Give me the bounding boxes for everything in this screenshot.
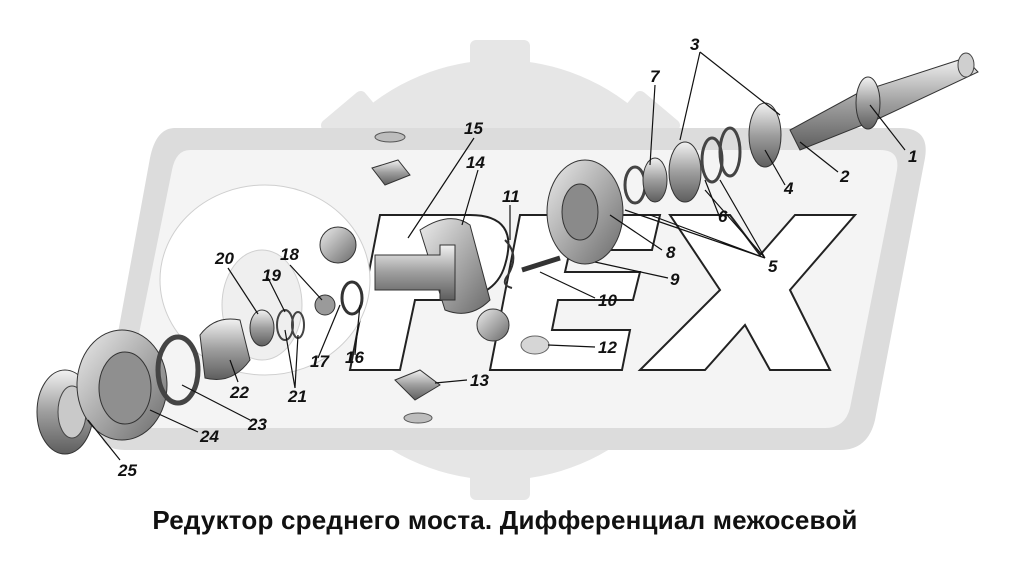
callout-18: 18 bbox=[280, 245, 299, 264]
callout-19: 19 bbox=[262, 266, 281, 285]
part-bearing-20 bbox=[249, 309, 275, 347]
part-washer-17 bbox=[340, 280, 364, 316]
part-bearing-4 bbox=[668, 141, 702, 203]
callout-labels: 1 2 3 4 5 6 7 8 9 10 11 12 13 14 15 16 1… bbox=[117, 35, 917, 480]
callout-7: 7 bbox=[650, 67, 661, 86]
callout-22: 22 bbox=[229, 383, 249, 402]
callout-2: 2 bbox=[839, 167, 850, 186]
callout-15: 15 bbox=[464, 119, 483, 138]
exploded-parts-diagram: 1 2 3 4 5 6 7 8 9 10 11 12 13 14 15 16 1… bbox=[36, 35, 979, 500]
callout-8: 8 bbox=[666, 243, 676, 262]
part-cover-housing bbox=[199, 318, 251, 380]
diagram-caption: Редуктор среднего моста. Дифференциал ме… bbox=[152, 505, 858, 535]
callout-11: 11 bbox=[502, 187, 520, 206]
part-pin-10 bbox=[521, 255, 561, 273]
part-spider-cross bbox=[374, 244, 456, 301]
callout-9: 9 bbox=[670, 270, 680, 289]
watermark-letter-e bbox=[488, 214, 662, 371]
callout-23: 23 bbox=[247, 415, 267, 434]
callout-5: 5 bbox=[768, 257, 778, 276]
callout-21: 21 bbox=[287, 387, 307, 406]
callout-25: 25 bbox=[117, 461, 137, 480]
part-small-gear-18 bbox=[314, 294, 336, 316]
callout-13: 13 bbox=[470, 371, 489, 390]
callout-1: 1 bbox=[908, 147, 917, 166]
callout-16: 16 bbox=[345, 348, 364, 367]
callout-6: 6 bbox=[718, 207, 728, 226]
part-pinion-gear bbox=[476, 308, 510, 342]
part-pinion-13 bbox=[394, 369, 441, 401]
callout-4: 4 bbox=[783, 179, 794, 198]
callout-12: 12 bbox=[598, 338, 617, 357]
part-satellite-gear bbox=[319, 226, 357, 264]
callout-14: 14 bbox=[466, 153, 485, 172]
leader-lines bbox=[87, 51, 906, 461]
callout-20: 20 bbox=[214, 249, 234, 268]
part-gasket-ring bbox=[155, 334, 201, 406]
callout-3: 3 bbox=[690, 35, 700, 54]
callout-10: 10 bbox=[598, 291, 617, 310]
part-washer-12 bbox=[520, 335, 550, 355]
callout-24: 24 bbox=[199, 427, 219, 446]
watermark-letter-x bbox=[637, 214, 858, 371]
parts bbox=[36, 52, 979, 455]
part-clip-11 bbox=[503, 239, 515, 289]
callout-17: 17 bbox=[310, 352, 330, 371]
